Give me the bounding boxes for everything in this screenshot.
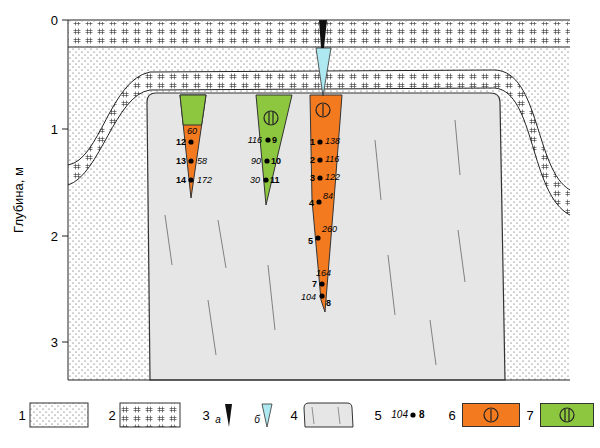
legend-sample-text: а	[215, 415, 221, 425]
sample-number: 5	[308, 237, 313, 246]
legend-topsoil	[120, 403, 180, 427]
depth-tick: 2	[51, 230, 58, 243]
wedge-symbol	[541, 404, 593, 426]
legend-pit	[304, 403, 353, 427]
sample-value: 116	[325, 155, 339, 164]
sample-number: 11	[270, 176, 280, 185]
legend-sand	[30, 403, 88, 427]
legend-sample-text: 8	[419, 410, 425, 420]
sample-value: 138	[325, 137, 340, 146]
sample-value: 30	[250, 176, 260, 185]
topsoil-layer	[68, 22, 570, 47]
sample-value: 90	[251, 157, 261, 166]
legend-crack-a	[225, 404, 232, 427]
sample-value: 164	[316, 269, 331, 278]
sample-value: 122	[325, 173, 340, 182]
sample-value: 104	[301, 293, 316, 302]
wedge-1	[310, 95, 342, 312]
sample-number: 12	[176, 138, 186, 147]
sample-value: 60	[187, 127, 197, 136]
legend-swatch	[462, 403, 520, 427]
legend-number: 3	[202, 409, 209, 422]
legend-number: 7	[526, 409, 533, 422]
crack-b	[316, 48, 331, 96]
depth-tick: 3	[51, 336, 58, 349]
sample-number: 14	[176, 176, 186, 185]
legend-swatch	[540, 403, 594, 427]
depth-tick: 0	[51, 14, 58, 27]
crack-a	[319, 20, 327, 48]
sample-number: 4	[309, 199, 314, 208]
sample-value: 260	[322, 225, 337, 234]
legend-number: 6	[448, 409, 455, 422]
sample-number: 3	[310, 174, 315, 183]
depth-tick: 1	[51, 123, 58, 136]
sample-value: 58	[197, 157, 207, 166]
sample-number: 7	[312, 280, 317, 289]
wedge-symbol	[463, 404, 519, 426]
sample-value: 116	[248, 136, 262, 145]
legend-number: 4	[290, 409, 297, 422]
sample-number: 9	[272, 136, 277, 145]
sand-layer	[68, 20, 570, 380]
sample-number: 2	[310, 156, 315, 165]
legend-sample-text: 104	[391, 410, 408, 420]
legend-crack-b	[262, 404, 272, 427]
legend-number: 5	[374, 409, 381, 422]
legend-point	[410, 412, 415, 417]
axis-title: Глубина, м	[12, 167, 25, 233]
sample-number: 13	[176, 157, 186, 166]
pit-block	[147, 93, 505, 380]
sample-number: 8	[326, 299, 331, 308]
legend-sample-text: б	[254, 415, 260, 425]
sample-number: 10	[271, 157, 281, 166]
wedge-2	[256, 95, 292, 205]
sample-value: 84	[323, 192, 333, 201]
sample-value: 172	[197, 176, 212, 185]
legend-number: 2	[108, 409, 115, 422]
sample-number: 1	[310, 138, 315, 147]
legend-number: 1	[18, 409, 25, 422]
